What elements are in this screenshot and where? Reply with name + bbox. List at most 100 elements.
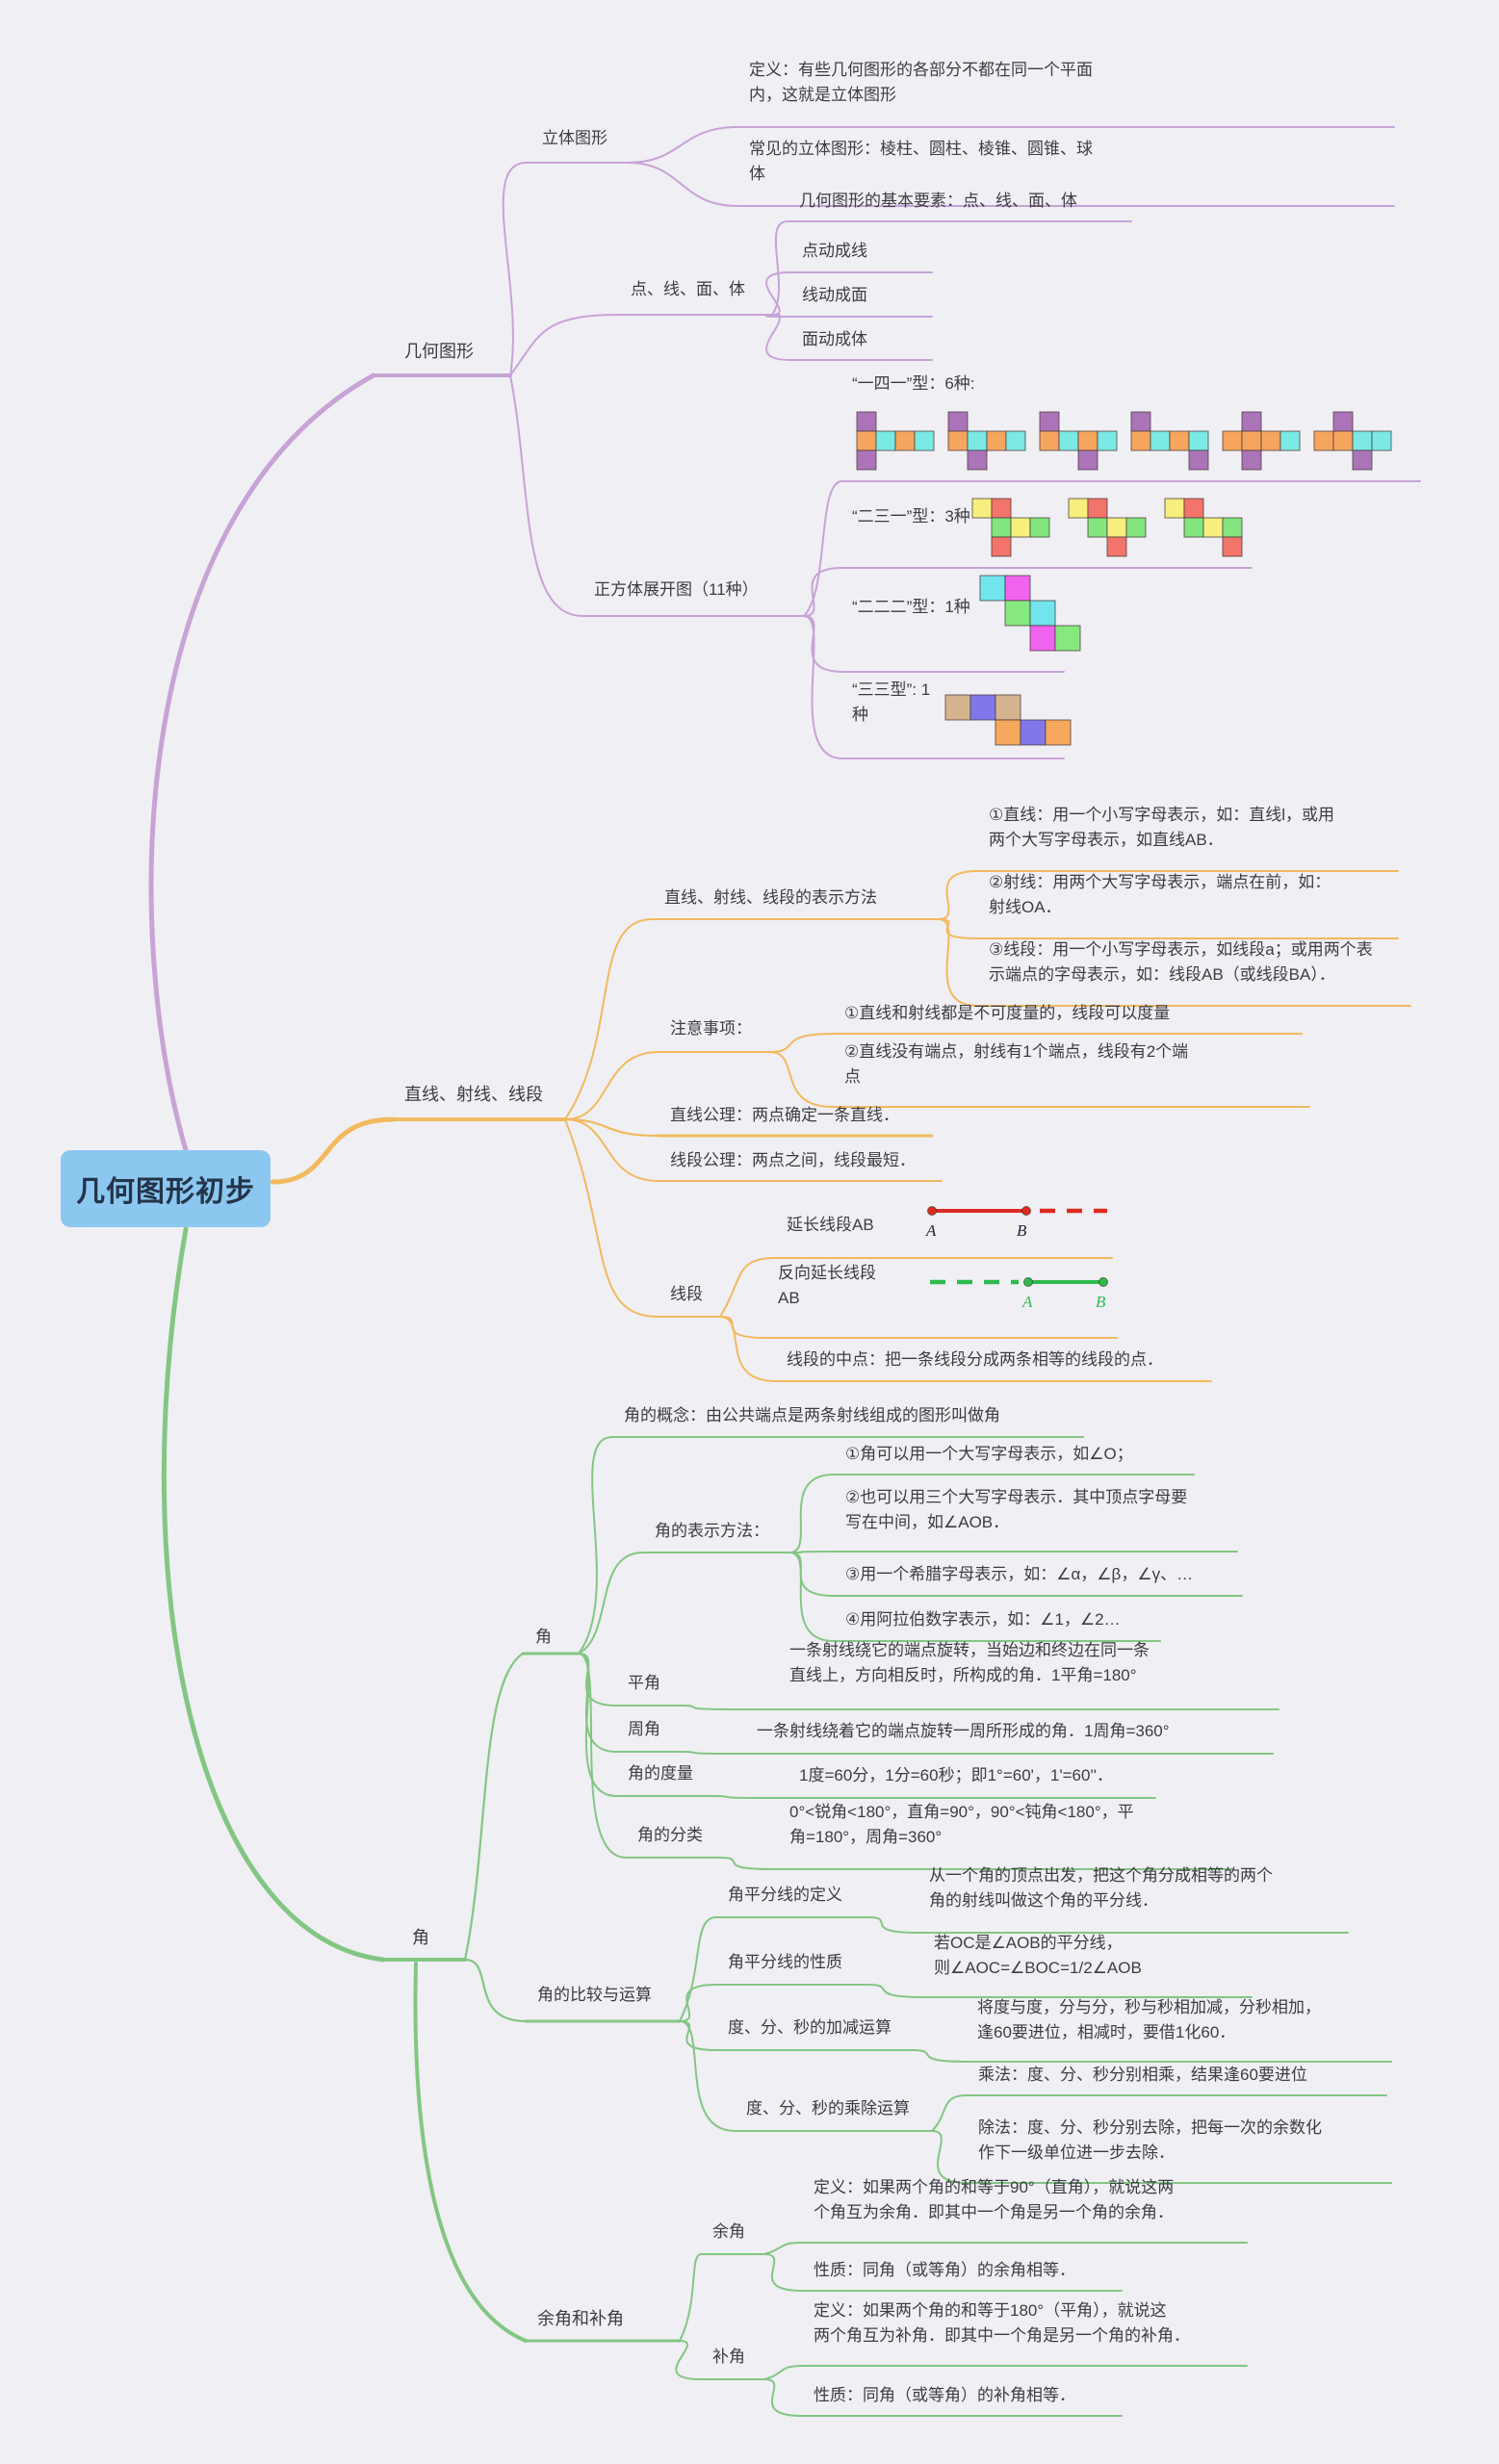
branch-curve [578,1653,617,1707]
leaf-repr-ray[interactable]: ②射线：用两个大写字母表示，端点在前，如： 射线OA． [989,873,1331,917]
node-point-line-face-body[interactable]: 点、线、面、体 [631,280,745,298]
branch-complementary-supplementary[interactable]: 余角和补角 [537,2309,624,2328]
cube-net-square [1087,517,1108,538]
leaf-face-moves-body[interactable]: 面动成体 [802,330,867,348]
leaf-complementary-definition[interactable]: 定义：如果两个角的和等于90°（直角），就说这两 个角互为余角．即其中一个角是另… [814,2178,1175,2222]
leaf-angle-measure-desc[interactable]: 1度=60分，1分=60秒；即1°=60'，1'=60''． [799,1766,1113,1784]
leaf-angle-repr-2[interactable]: ②也可以用三个大写字母表示．其中顶点字母要 写在中间，如∠AOB． [845,1488,1188,1532]
branch-curve [931,2094,968,2132]
leaf-net-141[interactable]: “一四一”型：6种: [852,374,975,393]
leaf-complementary-property[interactable]: 性质：同角（或等角）的余角相等． [814,2261,1075,2279]
node-supplementary-angle[interactable]: 补角 [712,2348,745,2366]
branch-curve [763,2253,803,2292]
cube-net-square [991,498,1012,519]
leaf-dms-multiply-desc[interactable]: 乘法：度、分、秒分别相乘，结果逢60要进位 [978,2066,1307,2084]
leaf-note-1[interactable]: ①直线和射线都是不可度量的，线段可以度量 [844,1004,1171,1022]
leaf-bisector-property-desc[interactable]: 若OC是∠AOB的平分线， 则∠AOC=∠BOC=1/2∠AOB [934,1934,1142,1978]
leaf-extend-segment[interactable]: 延长线段AB [787,1216,874,1234]
node-angle-representation[interactable]: 角的表示方法： [655,1522,769,1540]
cube-net-square [1004,600,1031,627]
cube-net-square [1130,411,1151,432]
leaf-note-2[interactable]: ②直线没有端点，射线有1个端点，线段有2个端 点 [844,1042,1189,1087]
leaf-supplementary-definition[interactable]: 定义：如果两个角的和等于180°（平角），就说这 两个角互为补角．即其中一个角是… [814,2301,1190,2346]
cube-net-square [991,536,1012,557]
leaf-dms-divide-desc[interactable]: 除法：度、分、秒分别去除，把每一次的余数化 作下一级单位进一步去除． [978,2118,1322,2163]
cube-net-square [1010,517,1031,538]
branch-curve [711,1795,763,1799]
node-bisector-definition[interactable]: 角平分线的定义 [728,1886,842,1904]
leaf-basic-elements[interactable]: 几何图形的基本要素：点、线、面、体 [799,192,1077,210]
leaf-solid-common[interactable]: 常见的立体图形：棱柱、圆柱、棱锥、圆锥、球 体 [749,140,1093,184]
cube-net-square [1004,575,1031,602]
leaf-repr-segment[interactable]: ③线段：用一个小写字母表示，如线段a；或用两个表 示端点的字母表示，如：线段AB… [989,940,1373,985]
node-notes[interactable]: 注意事项： [670,1019,752,1038]
node-straight-angle[interactable]: 平角 [628,1674,660,1692]
cube-net-square [1077,430,1098,451]
node-representation-methods[interactable]: 直线、射线、线段的表示方法 [664,888,877,907]
branch-curve [803,480,843,617]
branch-curve [867,1916,918,1934]
cube-net-square [1058,430,1079,451]
branch-curve [788,1474,835,1553]
branch-angle[interactable]: 角 [412,1928,429,1947]
leaf-dms-add-subtract-desc[interactable]: 将度与度，分与分，秒与秒相加减，分秒相加， 逢60要进位，相减时，要借1化60． [977,1998,1321,2042]
reverse-endpoint-dot [1023,1277,1033,1287]
node-complementary-angle[interactable]: 余角 [712,2222,745,2241]
root-topic[interactable]: 几何图形初步 [61,1150,271,1227]
leaf-net-231[interactable]: “二三一”型：3种 [852,507,970,526]
node-segment[interactable]: 线段 [670,1285,703,1303]
extend-label: A [925,1221,937,1240]
leaf-angle-repr-4[interactable]: ④用阿拉伯数字表示，如：∠1，∠2… [845,1610,1121,1629]
leaf-angle-classification-desc[interactable]: 0°<锐角<180°，直角=90°，90°<钝角<180°，平 角=180°，周… [789,1803,1134,1847]
node-angle-classification[interactable]: 角的分类 [637,1826,703,1844]
node-angle-sub[interactable]: 角 [535,1628,552,1646]
branch-curve [509,374,583,617]
cube-net-square [1241,449,1262,471]
node-round-angle[interactable]: 周角 [628,1720,660,1738]
leaf-net-222[interactable]: “二二二”型：1种 [852,598,970,616]
leaf-solid-definition[interactable]: 定义：有些几何图形的各部分不都在同一个平面 内，这就是立体图形 [749,61,1093,105]
leaf-net-33[interactable]: “三三型”: 1 种 [852,680,931,725]
branch-lines-rays-segments[interactable]: 直线、射线、线段 [404,1085,543,1104]
cube-net-square [1125,517,1147,538]
cube-net-square [1029,517,1050,538]
branch-curve [765,271,791,316]
leaf-segment-midpoint[interactable]: 线段的中点：把一条线段分成两条相等的线段的点． [787,1350,1163,1369]
node-dms-add-subtract[interactable]: 度、分、秒的加减运算 [728,2018,892,2037]
trunk-comp-supp-angles [413,1962,528,2343]
leaf-supplementary-property[interactable]: 性质：同角（或等角）的补角相等． [814,2386,1075,2404]
trunk-lines [270,1116,396,1185]
cube-net-square [995,719,1021,746]
leaf-segment-axiom[interactable]: 线段公理：两点之间，线段最短． [670,1151,916,1169]
leaf-angle-repr-1[interactable]: ①角可以用一个大写字母表示，如∠O； [845,1445,1133,1463]
leaf-angle-repr-3[interactable]: ③用一个希腊字母表示，如：∠α，∠β，∠γ、… [845,1565,1194,1583]
node-angle-comparison-ops[interactable]: 角的比较与运算 [537,1986,652,2004]
leaf-reverse-extend-segment[interactable]: 反向延长线段 AB [778,1264,876,1308]
branch-geometric-figures[interactable]: 几何图形 [404,342,474,361]
leaf-angle-concept[interactable]: 角的概念：由公共端点是两条射线组成的图形叫做角 [624,1406,1000,1424]
node-dms-multiply-divide[interactable]: 度、分、秒的乘除运算 [746,2099,910,2118]
branch-curve [627,126,738,164]
cube-net-square [967,449,988,471]
leaf-bisector-definition-desc[interactable]: 从一个角的顶点出发，把这个角分成相等的两个 角的射线叫做这个角的平分线． [929,1866,1273,1911]
branch-curve [763,2378,803,2417]
leaf-line-moves-face[interactable]: 线动成面 [802,286,867,304]
cube-net-square [1332,411,1354,432]
cube-net-square [1029,600,1056,627]
cube-net-square [1222,536,1243,557]
cube-net-square [947,430,969,451]
node-cube-nets[interactable]: 正方体展开图（11种） [594,580,759,599]
leaf-point-moves-line[interactable]: 点动成线 [802,242,867,260]
cube-net-square [1260,430,1281,451]
leaf-line-axiom[interactable]: 直线公理：两点确定一条直线． [670,1106,899,1124]
cube-net-square [1054,625,1081,652]
leaf-round-angle-desc[interactable]: 一条射线绕着它的端点旋转一周所形成的角．1周角=360° [757,1722,1170,1740]
cube-net-square [1097,430,1118,451]
branch-curve [803,567,843,617]
node-bisector-property[interactable]: 角平分线的性质 [728,1953,842,1971]
node-solid-figures[interactable]: 立体图形 [542,129,607,147]
cube-net-square [1352,449,1373,471]
leaf-straight-angle-desc[interactable]: 一条射线绕它的端点旋转，当始边和终边在同一条 直线上，方向相反时，所构成的角．1… [789,1641,1150,1685]
node-angle-measure[interactable]: 角的度量 [628,1764,693,1783]
leaf-repr-line[interactable]: ①直线：用一个小写字母表示，如：直线l，或用 两个大写字母表示，如直线AB． [989,806,1335,850]
